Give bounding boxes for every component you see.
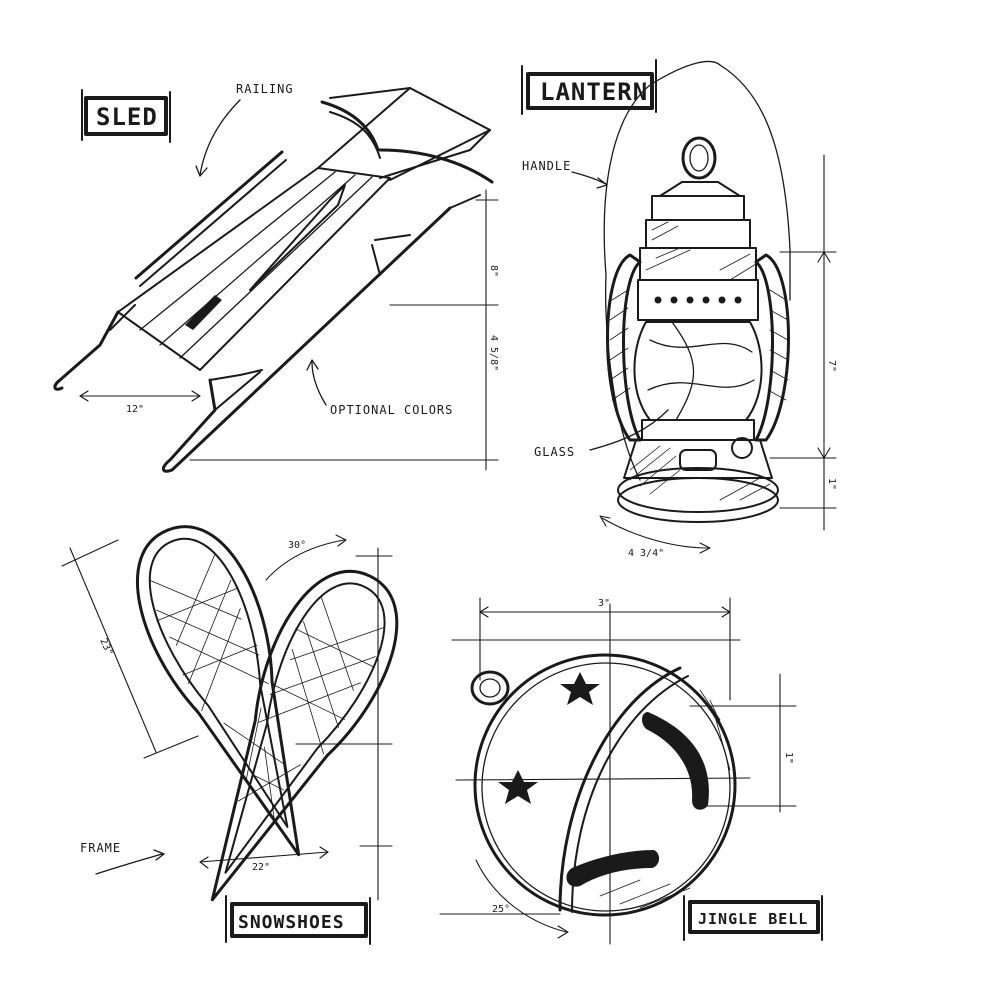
lantern-title-box: LANTERN — [521, 59, 657, 115]
snowshoes-title-box: SNOWSHOES — [225, 895, 371, 945]
lantern-dim-base: 1" — [826, 478, 837, 490]
lantern-handle-arrow — [571, 171, 607, 185]
snowshoes-frame-arrowhead — [153, 849, 165, 861]
sled-title-box: SLED — [81, 89, 171, 143]
jingle-bell-section: JINGLE BELL 3" 1" 25° — [439, 597, 823, 945]
lantern-dimensions: 7" 1" 4 3/4" — [599, 154, 837, 559]
snowshoe-front — [210, 569, 399, 902]
snowshoes-title: SNOWSHOES — [238, 912, 345, 933]
jingle-bell-dim-slot: 1" — [783, 752, 794, 764]
lantern-label-handle: HANDLE — [522, 159, 571, 173]
sled-label-optional-colors: OPTIONAL COLORS — [330, 403, 453, 417]
sled-dim-height-upper: 8" — [488, 265, 499, 277]
lantern-title: LANTERN — [540, 78, 648, 106]
sled-title: SLED — [96, 103, 158, 131]
lantern-vent-holes — [654, 296, 742, 304]
sled-label-railing: RAILING — [236, 82, 294, 96]
sled-railing-arrow — [199, 99, 241, 176]
lantern-handle-arrowhead — [596, 177, 608, 189]
jingle-bell-dim-angle: 25° — [492, 904, 510, 915]
lantern-drawing — [606, 136, 790, 523]
jingle-bell-title-box: JINGLE BELL — [683, 895, 823, 941]
lantern-dim-height: 7" — [826, 360, 837, 372]
jingle-bell-centerline-horizontal — [455, 777, 751, 781]
jingle-bell-drawing — [470, 653, 737, 917]
lantern-dim-width: 4 3/4" — [628, 548, 664, 559]
sled-colors-arrowhead — [306, 359, 319, 371]
lantern-section: LANTERN — [521, 59, 837, 559]
snowshoes-dim-length: 23" — [97, 637, 114, 658]
snowshoes-dimensions: 23" 30° 22" — [61, 534, 393, 901]
jingle-bell-title: JINGLE BELL — [698, 910, 808, 928]
lantern-glass-arrow — [589, 409, 669, 451]
snowshoe-back — [135, 525, 301, 857]
sled-drawing — [53, 87, 494, 473]
snowshoes-frame-arrow — [95, 853, 163, 875]
snowshoes-dim-angle: 30° — [288, 540, 306, 551]
snowshoes-dim-width: 22" — [252, 862, 270, 873]
jingle-bell-dim-width: 3" — [598, 598, 610, 609]
sled-dimensions: 12" 8" 4 5/8" — [79, 189, 499, 471]
sled-section: SLED — [53, 82, 499, 473]
sled-railing-arrowhead — [195, 165, 208, 177]
lantern-label-glass: GLASS — [534, 445, 575, 459]
sled-colors-arrow — [311, 361, 327, 406]
sled-dim-height-lower: 4 5/8" — [488, 335, 499, 371]
snowshoes-label-frame: FRAME — [80, 841, 121, 855]
sled-dim-width: 12" — [126, 404, 144, 415]
jingle-bell-dimensions: 3" 1" 25° — [439, 597, 797, 939]
snowshoes-section: SNOWSHOES FRAME 23" 30° 22" — [61, 525, 399, 945]
